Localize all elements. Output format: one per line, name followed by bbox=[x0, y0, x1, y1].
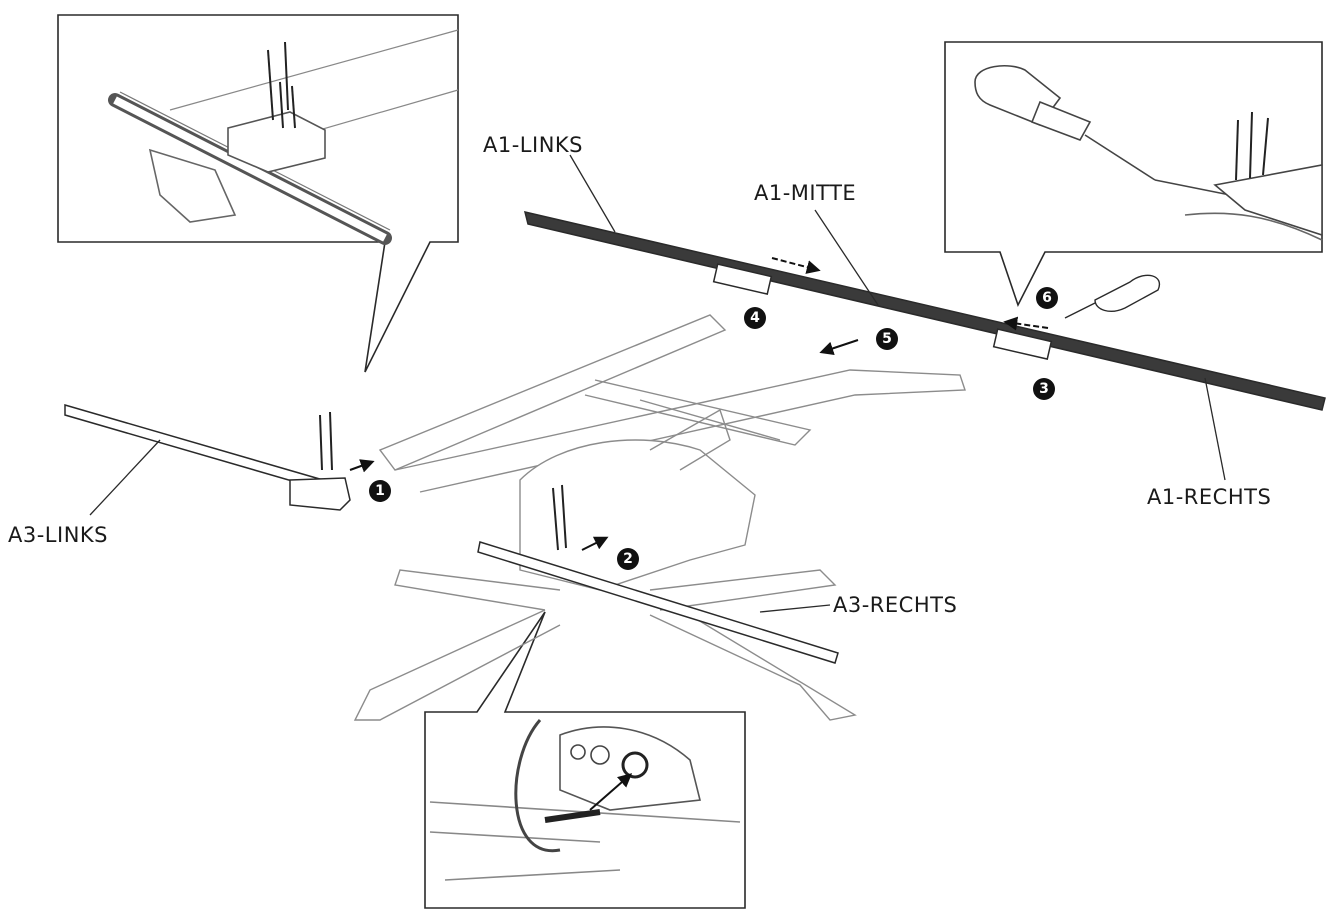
label-a1-rechts: A1-RECHTS bbox=[1147, 485, 1272, 509]
label-a1-links: A1-LINKS bbox=[483, 133, 584, 157]
remote-dongle bbox=[1064, 274, 1161, 319]
step-marker-3: 3 bbox=[1033, 378, 1055, 400]
step-marker-4: 4 bbox=[744, 307, 766, 329]
rail-a1 bbox=[523, 209, 1326, 411]
base-frame bbox=[353, 314, 966, 721]
step-marker-5: 5 bbox=[876, 328, 898, 350]
label-a3-links: A3-LINKS bbox=[8, 523, 109, 547]
detail-inset-bottom bbox=[424, 611, 746, 909]
rail-a3-rechts bbox=[477, 484, 839, 664]
detail-inset-top-right bbox=[944, 41, 1323, 308]
detail-inset-top-left bbox=[57, 14, 459, 373]
leader-lines bbox=[89, 154, 1226, 613]
step-marker-6: 6 bbox=[1036, 287, 1058, 309]
label-a1-mitte: A1-MITTE bbox=[754, 181, 857, 205]
assembly-arrows bbox=[349, 257, 1049, 551]
label-a3-rechts: A3-RECHTS bbox=[833, 593, 958, 617]
step-marker-1: 1 bbox=[369, 480, 391, 502]
step-marker-2: 2 bbox=[617, 548, 639, 570]
rail-a3-links bbox=[64, 404, 351, 511]
